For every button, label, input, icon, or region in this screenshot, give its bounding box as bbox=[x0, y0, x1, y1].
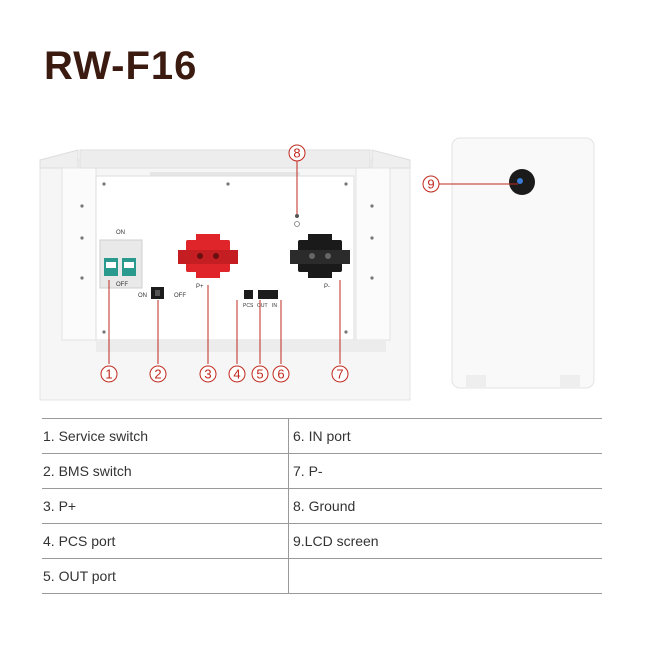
battery-illustration: ON OFF ON OFF P+ P- bbox=[39, 137, 595, 401]
callout-1-number: 1 bbox=[105, 367, 112, 382]
callout-3-number: 3 bbox=[204, 367, 211, 382]
callout-2: 2 bbox=[149, 365, 167, 383]
service-switch: ON OFF bbox=[99, 230, 143, 289]
callout-2-number: 2 bbox=[154, 367, 161, 382]
service-switch-on-label: ON bbox=[116, 230, 125, 236]
legend-cell: 8. Ground bbox=[288, 488, 602, 524]
ground-point bbox=[294, 214, 300, 227]
p-minus-label: P- bbox=[324, 284, 330, 290]
front-unit bbox=[39, 149, 411, 401]
side-unit bbox=[451, 137, 595, 389]
callout-4-number: 4 bbox=[233, 367, 240, 382]
callout-6-number: 6 bbox=[277, 367, 284, 382]
out-port-label: OUT bbox=[257, 303, 268, 309]
legend-cell: 2. BMS switch bbox=[42, 453, 289, 489]
p-plus-label: P+ bbox=[196, 284, 204, 290]
callout-markers: 1 2 3 4 5 6 7 bbox=[100, 144, 440, 383]
callout-1: 1 bbox=[100, 365, 118, 383]
callout-7: 7 bbox=[331, 365, 349, 383]
bms-switch: ON OFF bbox=[138, 287, 186, 299]
callout-7-number: 7 bbox=[336, 367, 343, 382]
service-switch-off-label: OFF bbox=[116, 282, 128, 288]
legend-cell: 4. PCS port bbox=[42, 523, 289, 559]
legend-cell: 1. Service switch bbox=[42, 418, 289, 454]
callout-8-number: 8 bbox=[293, 146, 300, 161]
pcs-port-label: PCS bbox=[243, 303, 254, 309]
table-row: 5. OUT port bbox=[42, 558, 602, 594]
callout-4: 4 bbox=[228, 365, 246, 383]
callout-lines bbox=[108, 161, 518, 364]
legend-cell: 6. IN port bbox=[288, 418, 602, 454]
product-figure: ON OFF ON OFF P+ P- bbox=[0, 110, 645, 410]
callout-3: 3 bbox=[199, 365, 217, 383]
legend-cell: 7. P- bbox=[288, 453, 602, 489]
page-title: RW-F16 bbox=[44, 44, 198, 88]
legend-cell: 3. P+ bbox=[42, 488, 289, 524]
in-port-label: IN bbox=[272, 303, 277, 309]
table-row: 2. BMS switch 7. P- bbox=[42, 453, 602, 489]
callout-5-number: 5 bbox=[256, 367, 263, 382]
legend-cell: 5. OUT port bbox=[42, 558, 289, 594]
legend-cell: 9.LCD screen bbox=[288, 523, 602, 559]
callout-9-number: 9 bbox=[427, 177, 434, 192]
p-minus-terminal: P- bbox=[290, 234, 350, 290]
legend-cell bbox=[288, 558, 602, 594]
p-plus-terminal: P+ bbox=[178, 234, 238, 290]
callout-9: 9 bbox=[422, 175, 440, 193]
table-row: 3. P+ 8. Ground bbox=[42, 488, 602, 524]
legend-table: 1. Service switch 6. IN port 2. BMS swit… bbox=[42, 418, 602, 594]
callout-5: 5 bbox=[251, 365, 269, 383]
communication-ports: PCS OUT IN bbox=[243, 290, 278, 309]
bms-off-label: OFF bbox=[174, 293, 186, 299]
table-row: 1. Service switch 6. IN port bbox=[42, 418, 602, 454]
table-row: 4. PCS port 9.LCD screen bbox=[42, 523, 602, 559]
bms-on-label: ON bbox=[138, 293, 147, 299]
callout-6: 6 bbox=[272, 365, 290, 383]
callout-8: 8 bbox=[288, 144, 306, 162]
